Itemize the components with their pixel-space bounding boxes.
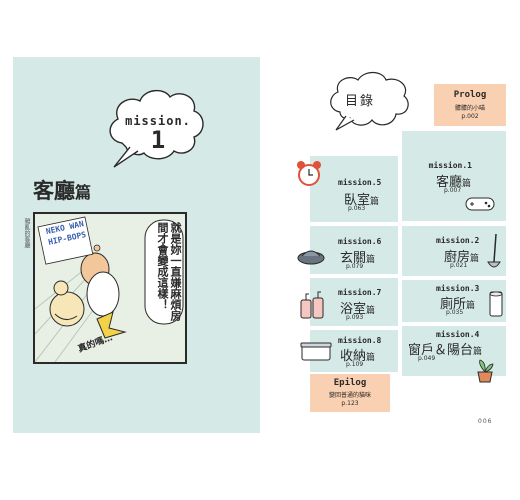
mission-2-name: 廚房篇 [444,246,479,265]
epilog-title: Epilog [333,378,367,388]
mission-7-name: 浴室篇 [340,298,375,317]
page-number: 006 [478,418,493,425]
mission-5-suffix: 篇 [370,197,380,207]
mission-2-label: mission.2 [436,236,480,245]
mission-8-name: 收納篇 [340,345,375,364]
storage-box-icon [300,342,332,361]
mission-1-label: mission.1 [428,161,472,170]
mission-6-label: mission.6 [338,237,382,246]
mission-5-name: 臥室篇 [344,189,379,208]
prolog-page: p.002 [461,113,479,120]
mission-7-name-text: 浴室 [340,302,367,317]
ladle-icon [487,233,501,268]
speech-cloud-icon [109,90,204,168]
speech-cloud-icon [330,71,409,131]
mission-number: 1 [150,126,166,154]
mission-1-page: p.007 [444,187,462,194]
epilog-subtitle: 變回普通的貓咪 [328,392,371,399]
comic-panel [33,212,187,364]
comic-dialog-text: 就是妳一直嫌麻煩房間才會變成這樣！ [156,222,182,321]
mission-label: mission. [125,114,191,128]
mission-2-suffix: 篇 [470,254,480,264]
toc-mission-2[interactable]: mission.2 廚房篇 p.021 [402,226,506,276]
toc-mission-3[interactable]: mission.3 廁所篇 p.035 [402,280,506,322]
mission-6-name-text: 玄關 [340,251,367,266]
mission-1-suffix: 篇 [462,179,472,189]
mission-5-label: mission.5 [338,178,382,187]
toc-title: 目錄 [345,94,376,109]
bottles-icon [300,291,324,319]
mission-3-name: 廁所篇 [440,293,475,312]
toilet-paper-icon [489,291,503,317]
mission-3-suffix: 篇 [466,301,476,311]
mission-8-page: p.109 [346,361,364,368]
mission-7-label: mission.7 [338,288,382,297]
toc-mission-7[interactable]: mission.7 浴室篇 p.093 [310,278,398,326]
mission-1-name-text: 客廳 [436,175,463,190]
prolog-title: Prolog [453,90,487,100]
epilog-page: p.123 [341,400,359,407]
mission-4-suffix: 篇 [473,347,483,357]
mission-4-name: 窗戶＆陽台篇 [408,339,482,358]
mission-8-label: mission.8 [338,336,382,345]
mission-4-label: mission.4 [436,330,480,339]
mission-6-page: p.079 [346,263,364,270]
mission-3-page: p.035 [446,309,464,316]
slipper-icon [297,250,325,265]
mission-6-name: 玄關篇 [340,247,375,266]
mission-7-page: p.093 [346,314,364,321]
plant-pot-icon [477,359,494,383]
side-caption: 雜亂的客廳 [23,218,30,248]
toc-epilog[interactable]: Epilog 變回普通的貓咪 p.123 [310,374,390,412]
chapter-title: 客廳篇 [33,175,91,205]
alarm-clock-icon [297,161,321,186]
mission-2-name-text: 廚房 [444,250,471,265]
mission-8-name-text: 收納 [340,349,367,364]
prolog-subtitle: 髒髒的小喵 [454,105,485,112]
mission-7-suffix: 篇 [366,306,376,316]
chapter-title-suffix: 篇 [75,183,92,202]
toc-mission-6[interactable]: mission.6 玄關篇 p.079 [310,226,398,274]
mission-3-name-text: 廁所 [440,297,467,312]
comic-illustration [35,216,184,362]
game-controller-icon [465,197,495,211]
toc-prolog[interactable]: Prolog 髒髒的小喵 p.002 [434,84,506,126]
mission-5-page: p.063 [348,205,366,212]
mission-2-page: p.021 [450,262,468,269]
mission-6-suffix: 篇 [366,255,376,265]
mission-3-label: mission.3 [436,284,480,293]
mission-1-name: 客廳篇 [436,171,471,190]
mission-8-suffix: 篇 [366,353,376,363]
chapter-title-text: 客廳 [33,179,75,203]
toc-mission-5[interactable]: mission.5 臥室篇 p.063 [310,156,398,222]
toc-mission-1[interactable]: mission.1 客廳篇 p.007 [402,131,506,221]
mission-4-name-text: 窗戶＆陽台 [408,343,474,358]
mission-4-page: p.049 [418,355,436,362]
mission-5-name-text: 臥室 [344,193,371,208]
